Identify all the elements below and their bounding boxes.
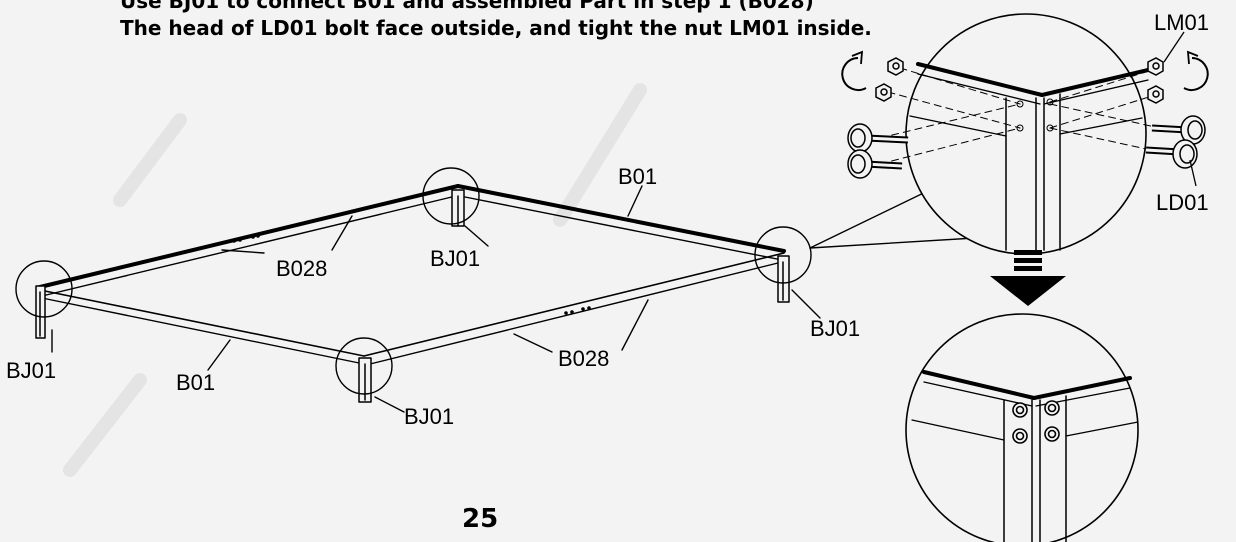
bracket-left xyxy=(35,285,46,339)
bracket-right xyxy=(777,255,790,303)
rail-holes xyxy=(564,306,591,315)
fastener-leaders xyxy=(1163,31,1197,187)
rail-b028-bottom xyxy=(363,252,785,366)
bracket-top xyxy=(451,189,465,227)
label-bj01-right: BJ01 xyxy=(810,316,860,341)
bracket-bottom xyxy=(358,357,372,403)
rail-b01-bottom xyxy=(39,289,365,365)
rail-b01-top xyxy=(456,184,786,261)
label-b028-bottom: B028 xyxy=(558,346,609,371)
detail-circle-top xyxy=(422,167,480,225)
label-lm01: LM01 xyxy=(1154,10,1209,35)
nut-icon xyxy=(1147,57,1164,104)
bolt-icon xyxy=(1145,115,1206,169)
page-number: 25 xyxy=(462,504,499,534)
rail-b028-top xyxy=(38,184,461,297)
instruction-line-2: The head of LD01 bolt face outside, and … xyxy=(120,16,872,40)
detail-circle-right xyxy=(754,226,812,284)
rotate-arrow-left-icon xyxy=(841,50,867,91)
detail-circle-left xyxy=(15,260,73,318)
bolt-icon xyxy=(847,123,909,179)
nut-icon xyxy=(875,57,904,102)
label-ld01: LD01 xyxy=(1156,190,1209,215)
rotate-arrow-right-icon xyxy=(1183,50,1209,91)
label-bj01-top: BJ01 xyxy=(430,246,480,271)
detail-circle-bottom xyxy=(335,337,393,395)
detail-assembled xyxy=(905,313,1139,542)
detail-exploded xyxy=(879,13,1161,255)
frame-assembly xyxy=(15,167,1009,413)
label-b01-top: B01 xyxy=(618,164,657,189)
instruction-line-1: Use BJ01 to connect B01 and assembled Pa… xyxy=(120,0,814,13)
label-bj01-left: BJ01 xyxy=(6,358,56,383)
down-arrow-icon xyxy=(990,250,1066,306)
label-bj01-bottom: BJ01 xyxy=(404,404,454,429)
rail-holes xyxy=(232,234,260,243)
label-b028-top: B028 xyxy=(276,256,327,281)
label-b01-bottom: B01 xyxy=(176,370,215,395)
